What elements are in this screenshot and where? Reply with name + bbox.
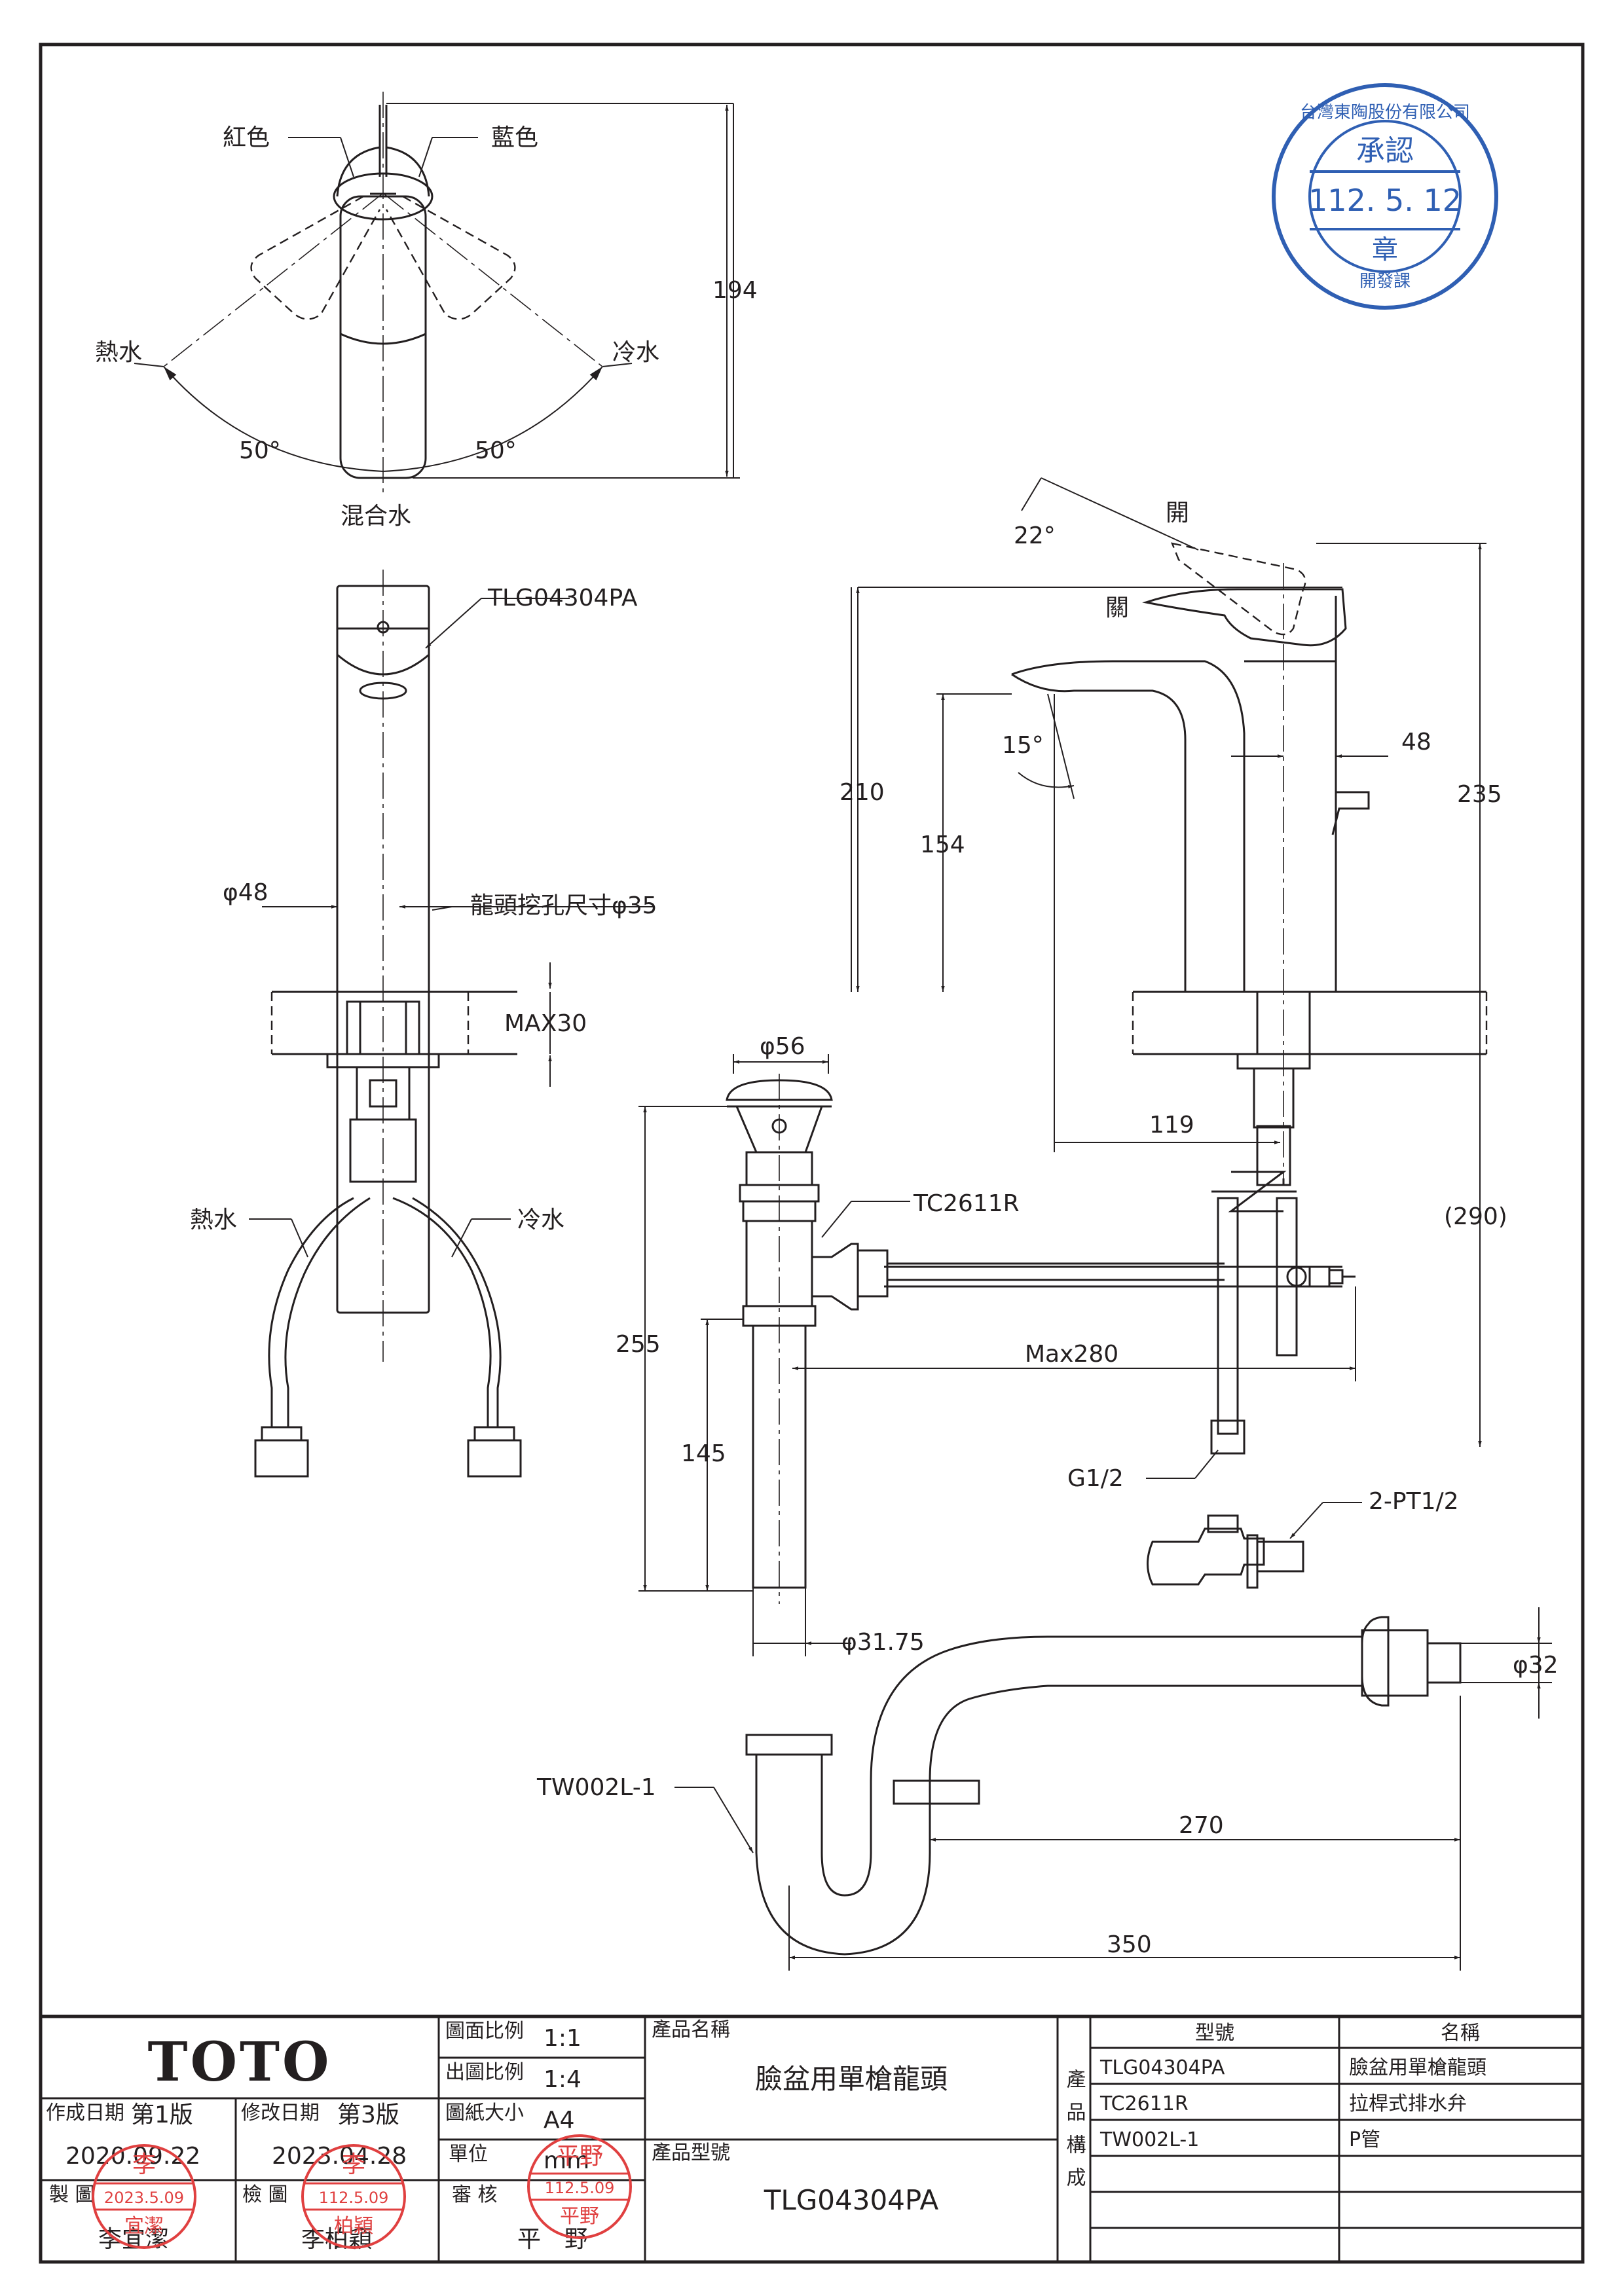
signature-stamp-review: 平野 112.5.09 平野 bbox=[527, 2134, 632, 2239]
label-angle-15: 15° bbox=[1002, 732, 1044, 759]
scale-label: 圖面比例 bbox=[445, 2020, 524, 2043]
component-name: P管 bbox=[1349, 2128, 1380, 2151]
signature-stamp-drawn: 李 2023.5.09 宜潔 bbox=[92, 2144, 196, 2249]
drawn-stamp-sub: 宜潔 bbox=[124, 2215, 164, 2238]
created-version: 第1版 bbox=[131, 2102, 193, 2128]
label-dim-145: 145 bbox=[681, 1440, 726, 1467]
out-scale-label: 出圖比例 bbox=[445, 2061, 524, 2084]
component-name: 拉桿式排水弁 bbox=[1349, 2092, 1467, 2115]
label-open: 開 bbox=[1166, 500, 1189, 526]
product-name: 臉盆用單槍龍頭 bbox=[755, 2063, 948, 2095]
label-hole-size: 龍頭挖孔尺寸φ35 bbox=[470, 892, 657, 919]
label-angle-left: 50° bbox=[239, 437, 281, 464]
label-hot-water-2: 熱水 bbox=[190, 1207, 237, 1233]
label-dia-56: φ56 bbox=[760, 1033, 805, 1060]
review-stamp-sub: 平野 bbox=[560, 2205, 599, 2228]
scale-value: 1:1 bbox=[544, 2025, 581, 2052]
front-view-faucet bbox=[249, 570, 655, 1478]
approval-title: 承認 bbox=[1356, 134, 1414, 168]
label-angle-right: 50° bbox=[475, 437, 517, 464]
label-tw002l: TW002L-1 bbox=[536, 1774, 656, 1801]
unit-value: mm bbox=[544, 2147, 589, 2174]
checked-stamp-name: 李 bbox=[342, 2151, 365, 2178]
label-red: 紅色 bbox=[223, 124, 270, 151]
col-name-header: 名稱 bbox=[1441, 2022, 1480, 2045]
label-mixed-water: 混合水 bbox=[341, 503, 411, 530]
approval-seal: 章 bbox=[1372, 235, 1398, 265]
label-dim-119: 119 bbox=[1149, 1112, 1194, 1139]
p-trap bbox=[674, 1607, 1552, 1971]
composition-label: 產品構成 bbox=[1063, 2069, 1086, 2200]
label-angle-22: 22° bbox=[1014, 522, 1056, 549]
product-model: TLG04304PA bbox=[764, 2184, 939, 2216]
label-cold-water-2: 冷水 bbox=[517, 1207, 564, 1233]
approval-date: 112. 5. 12 bbox=[1308, 183, 1462, 218]
approval-company: 台灣東陶股份有限公司 bbox=[1300, 103, 1470, 122]
signature-stamp-checked: 李 112.5.09 柏穎 bbox=[301, 2144, 406, 2249]
review-stamp-name: 平野 bbox=[556, 2143, 603, 2170]
top-view-lever-rotation bbox=[134, 92, 740, 498]
drawn-name: 李宜潔 bbox=[98, 2226, 169, 2253]
label-dim-154: 154 bbox=[920, 831, 965, 858]
label-hot-water: 熱水 bbox=[95, 339, 142, 366]
drawn-stamp-date: 2023.5.09 bbox=[104, 2189, 184, 2207]
components-table: TLG04304PA 臉盆用單槍龍頭 TC2611R 拉桿式排水弁 TW002L… bbox=[1099, 2056, 1486, 2151]
out-scale-value: 1:4 bbox=[544, 2066, 581, 2093]
label-max30: MAX30 bbox=[504, 1010, 587, 1037]
label-dim-235: 235 bbox=[1457, 781, 1502, 808]
side-view-faucet bbox=[851, 477, 1488, 1455]
modified-version: 第3版 bbox=[337, 2102, 399, 2128]
label-dim-290: (290) bbox=[1444, 1203, 1507, 1230]
label-dim-210: 210 bbox=[840, 779, 885, 806]
label-cold-water: 冷水 bbox=[612, 339, 659, 366]
drawn-label: 製 圖 bbox=[49, 2183, 95, 2206]
paper-value: A4 bbox=[544, 2107, 575, 2134]
review-label: 審 核 bbox=[452, 2183, 498, 2206]
label-dia-3175: φ31.75 bbox=[841, 1629, 925, 1656]
modified-label: 修改日期 bbox=[241, 2102, 320, 2124]
drawn-stamp-name: 李 bbox=[132, 2151, 156, 2178]
component-name: 臉盆用單槍龍頭 bbox=[1349, 2056, 1486, 2079]
product-name-label: 產品名稱 bbox=[652, 2018, 730, 2041]
col-model-header: 型號 bbox=[1195, 2022, 1234, 2045]
label-max280: Max280 bbox=[1025, 1341, 1118, 1368]
label-dim-350: 350 bbox=[1107, 1931, 1152, 1958]
checked-stamp-sub: 柏穎 bbox=[334, 2215, 373, 2238]
label-dim-270: 270 bbox=[1179, 1812, 1224, 1839]
label-dim-255: 255 bbox=[616, 1331, 661, 1358]
brand-logo: TOTO bbox=[148, 2031, 332, 2094]
paper-label: 圖紙大小 bbox=[445, 2102, 524, 2124]
component-model: TLG04304PA bbox=[1099, 2056, 1225, 2079]
approval-stamp: 承認 112. 5. 12 章 台灣東陶股份有限公司 開發課 bbox=[1272, 83, 1498, 310]
pop-up-drain bbox=[638, 1054, 1356, 1656]
label-tc2611r: TC2611R bbox=[913, 1190, 1020, 1217]
title-block bbox=[41, 2014, 1583, 2262]
label-dim-48: 48 bbox=[1401, 729, 1431, 756]
label-dia-48: φ48 bbox=[223, 879, 268, 906]
label-close: 關 bbox=[1105, 594, 1129, 621]
drawing-border bbox=[39, 43, 1585, 2264]
label-blue: 藍色 bbox=[491, 124, 538, 151]
approval-dept: 開發課 bbox=[1359, 272, 1411, 291]
component-model: TC2611R bbox=[1099, 2092, 1189, 2115]
label-pt12: 2-PT1/2 bbox=[1369, 1488, 1459, 1515]
component-model: TW002L-1 bbox=[1099, 2128, 1199, 2151]
angle-stop-valve bbox=[1146, 1449, 1362, 1589]
review-stamp-date: 112.5.09 bbox=[545, 2179, 615, 2197]
created-label: 作成日期 bbox=[46, 2102, 124, 2124]
product-model-label: 產品型號 bbox=[652, 2141, 730, 2164]
label-g12: G1/2 bbox=[1067, 1465, 1124, 1492]
checked-stamp-date: 112.5.09 bbox=[319, 2189, 389, 2207]
unit-label: 單位 bbox=[449, 2143, 488, 2166]
label-height-194: 194 bbox=[712, 277, 758, 304]
label-model-faucet: TLG04304PA bbox=[487, 585, 638, 611]
checked-label: 檢 圖 bbox=[242, 2183, 288, 2206]
label-dia-32: φ32 bbox=[1513, 1652, 1559, 1679]
